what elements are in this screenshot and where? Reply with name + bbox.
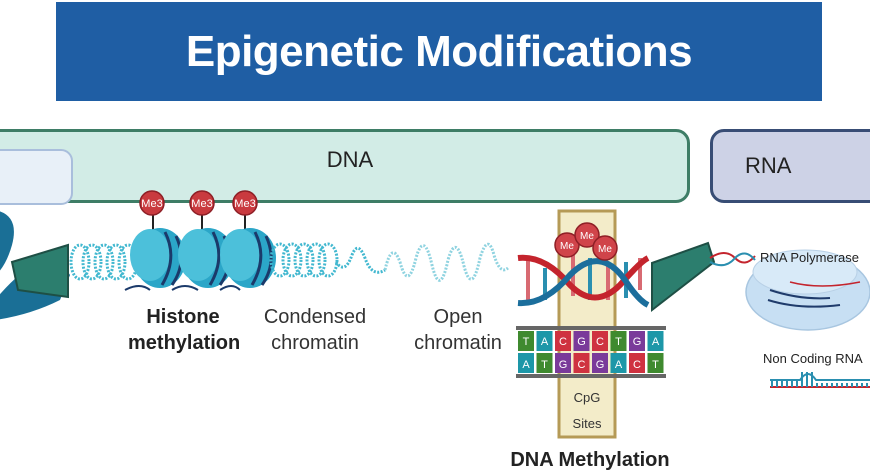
rna-category-box: RNA [710, 129, 870, 203]
base-letter: A [615, 359, 623, 371]
non-coding-rna-label: Non Coding RNA [763, 351, 863, 366]
svg-text:Me: Me [580, 231, 594, 242]
base-letter: G [633, 336, 642, 348]
nucleosome-icon [178, 205, 234, 288]
sites-label: Sites [573, 416, 602, 431]
base-T [536, 353, 553, 373]
chromatin-remodeler-icon [0, 211, 70, 320]
base-C [555, 331, 571, 351]
dna-box-label: DNA [326, 147, 374, 172]
base-letter: T [541, 359, 548, 371]
open-label-line2: chromatin [414, 332, 502, 354]
base-letter: C [596, 336, 604, 348]
condensed-label-line2: chromatin [271, 332, 359, 354]
base-A [518, 353, 534, 373]
svg-text:Me3: Me3 [141, 198, 162, 210]
non-coding-rna-icon [770, 372, 870, 388]
coiled-dna-icon [69, 243, 139, 281]
open-label-line1: Open [433, 306, 483, 328]
methyl-mark: Me [554, 232, 580, 258]
base-T [518, 331, 534, 351]
base-letter: T [523, 336, 530, 348]
base-letter: G [577, 336, 586, 348]
me3-mark: Me3 [139, 190, 165, 216]
page-title: Epigenetic Modifications [185, 26, 693, 76]
base-A [610, 353, 627, 373]
base-C [629, 353, 645, 373]
methyl-mark: Me [574, 222, 600, 248]
condensed-chromatin-label: Condensed chromatin [250, 304, 380, 356]
base-letter: C [578, 359, 586, 371]
base-G [555, 353, 571, 373]
methyl-mark: Me [592, 235, 618, 261]
histone-methylation-label: Histone methylation [128, 304, 241, 356]
base-G [629, 331, 645, 351]
base-C [573, 353, 590, 373]
base-letter: T [615, 336, 622, 348]
base-T [647, 353, 664, 373]
base-letter: C [559, 336, 567, 348]
base-letter: A [541, 336, 549, 348]
condensed-chromatin-icon [269, 242, 386, 278]
base-A [647, 331, 664, 351]
svg-text:Me: Me [598, 244, 612, 255]
svg-text:Me: Me [560, 241, 574, 252]
nucleosome-icon [130, 205, 186, 288]
dna-category-box: DNA [0, 129, 690, 203]
base-G [592, 353, 608, 373]
base-letter: A [522, 359, 530, 371]
open-chromatin-icon [383, 242, 509, 282]
me3-mark: Me3 [189, 190, 215, 216]
rna-polymerase-label: RNA Polymerase [760, 250, 859, 265]
condensed-label-line1: Condensed [263, 306, 367, 328]
base-letter: T [652, 359, 659, 371]
base-A [536, 331, 553, 351]
histone-label-line1: Histone [146, 306, 220, 328]
open-chromatin-label: Open chromatin [400, 304, 516, 356]
title-banner: Epigenetic Modifications [56, 2, 822, 101]
nucleosome-icon [220, 205, 276, 288]
dna-double-helix-icon [517, 252, 650, 308]
left-category-box [0, 149, 73, 205]
base-letter: G [559, 359, 568, 371]
svg-text:Me3: Me3 [191, 198, 212, 210]
histone-label-line2: methylation [128, 332, 241, 354]
me3-mark: Me3 [232, 190, 258, 216]
base-letter: A [652, 336, 660, 348]
dna-modifier-enzyme-icon [651, 241, 716, 313]
base-letter: G [596, 359, 605, 371]
rna-box-label: RNA [745, 153, 792, 178]
svg-text:Me3: Me3 [234, 198, 255, 210]
base-letter: C [633, 359, 641, 371]
base-T [610, 331, 627, 351]
base-G [573, 331, 590, 351]
rna-polymerase-icon [709, 249, 870, 331]
dna-methylation-label: DNA Methylation [510, 449, 670, 471]
base-C [592, 331, 608, 351]
cpg-label: CpG [574, 390, 601, 405]
